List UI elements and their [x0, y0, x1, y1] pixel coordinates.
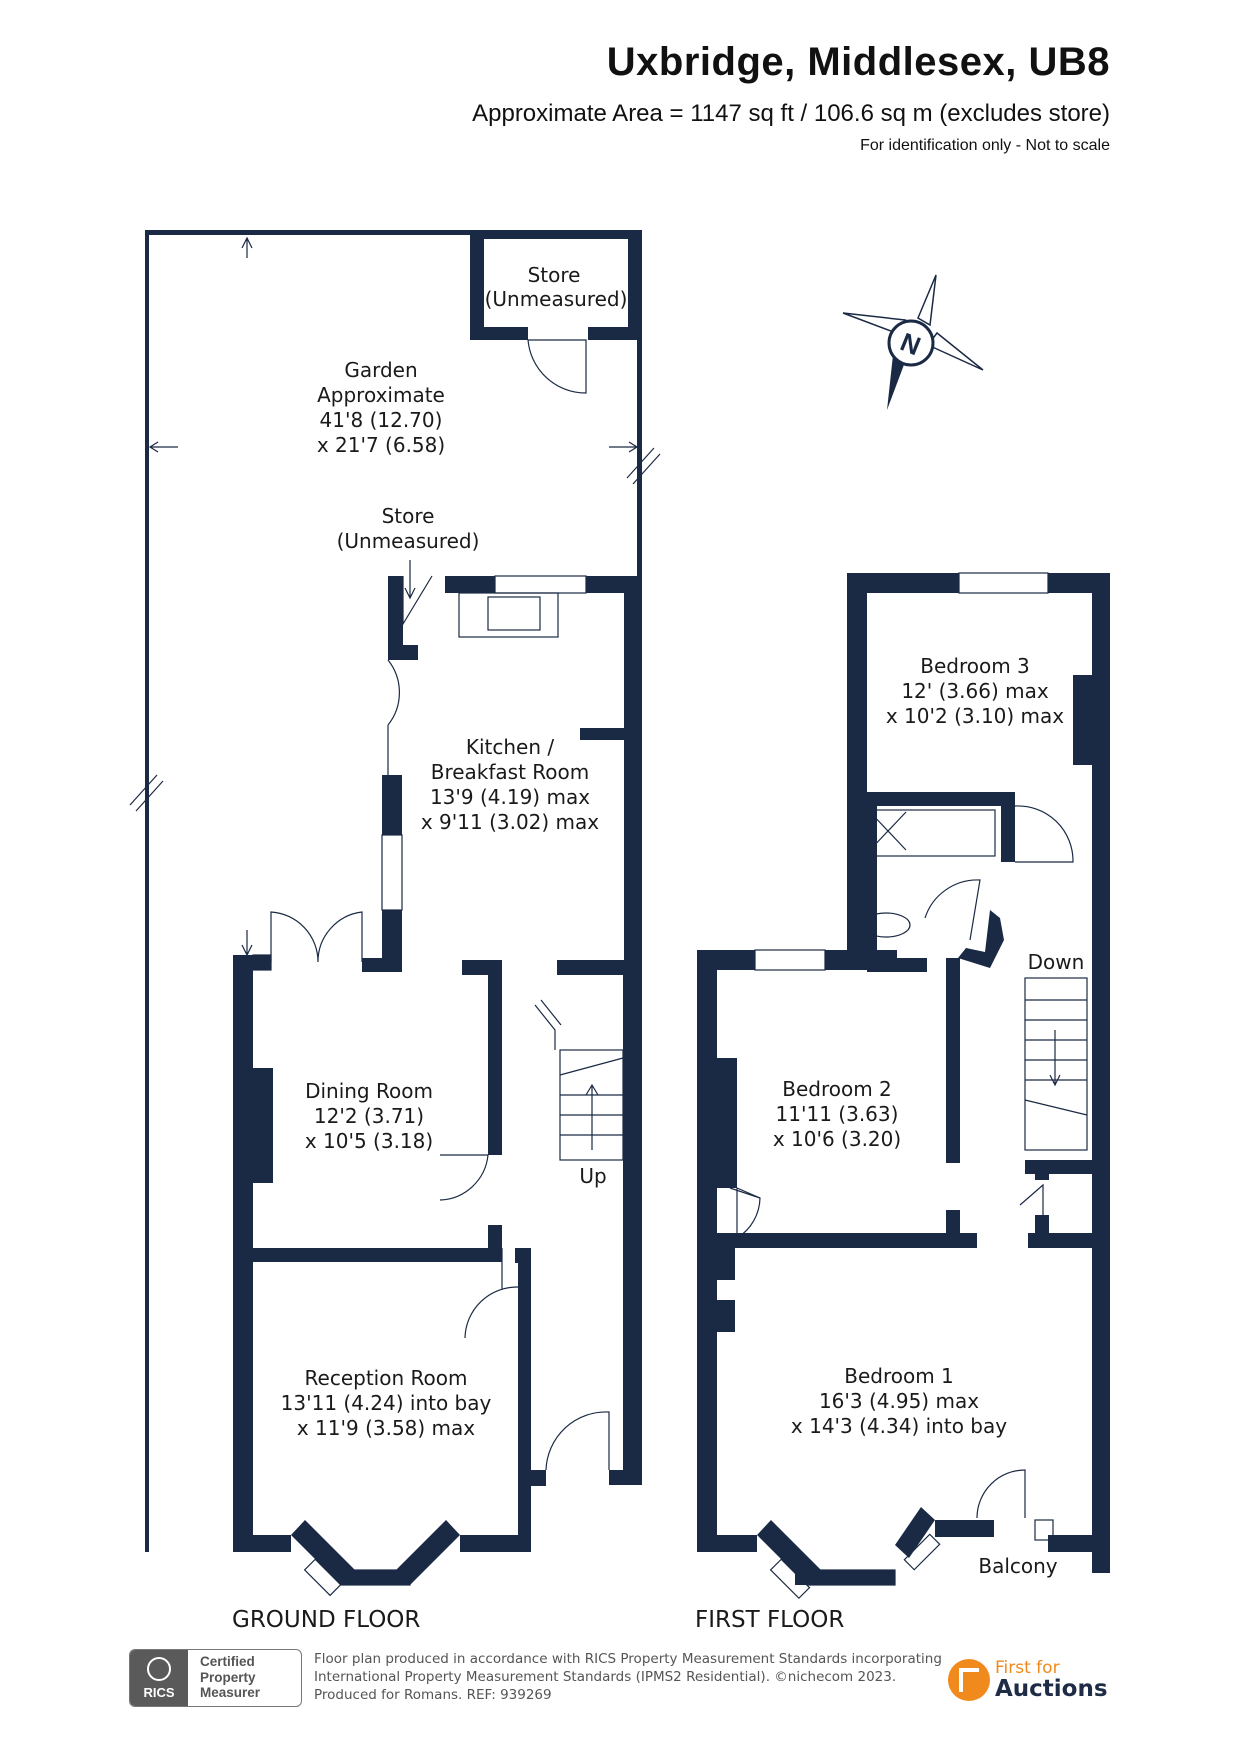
brand-logo: First for Auctions: [948, 1656, 1108, 1706]
ground-floor-details: [129, 236, 661, 1597]
store-top-size: (Unmeasured): [485, 287, 628, 311]
reception-name: Reception Room: [305, 1366, 468, 1390]
area-summary: Approximate Area = 1147 sq ft / 106.6 sq…: [472, 100, 1110, 127]
reception-dim2: x 11'9 (3.58) max: [297, 1416, 475, 1440]
first-floor-label: FIRST FLOOR: [695, 1607, 844, 1633]
kitchen-line2: Breakfast Room: [431, 760, 590, 784]
bedroom1-dim1: 16'3 (4.95) max: [819, 1389, 979, 1413]
bedroom2-name: Bedroom 2: [782, 1077, 892, 1101]
stairs-up-label: Up: [579, 1164, 606, 1188]
footer-text: Floor plan produced in accordance with R…: [314, 1650, 942, 1704]
rics-short: RICS: [143, 1685, 175, 1700]
first-floor-details: [729, 572, 1088, 1600]
garden-name: Garden: [344, 358, 417, 382]
disclaimer-note: For identification only - Not to scale: [860, 137, 1110, 154]
bedroom3-name: Bedroom 3: [920, 654, 1030, 678]
brand-line2: Auctions: [995, 1676, 1108, 1702]
garden-dim1: 41'8 (12.70): [320, 408, 443, 432]
kitchen-dim2: x 9'11 (3.02) max: [421, 810, 599, 834]
ground-floor-label: GROUND FLOOR: [232, 1607, 420, 1633]
page-title: Uxbridge, Middlesex, UB8: [606, 40, 1110, 84]
bedroom1-dim2: x 14'3 (4.34) into bay: [791, 1414, 1007, 1438]
dining-name: Dining Room: [305, 1079, 433, 1103]
bedroom2-dim1: 11'11 (3.63): [776, 1102, 899, 1126]
badge-text: Certified Property Measurer: [200, 1654, 260, 1701]
footer-line2: International Property Measurement Stand…: [314, 1669, 897, 1685]
footer-line1: Floor plan produced in accordance with R…: [314, 1651, 942, 1667]
first-floor-plan: [697, 573, 1110, 1585]
ground-floor-plan: [145, 230, 642, 1585]
store-mid-size: (Unmeasured): [337, 529, 480, 553]
bedroom2-dim2: x 10'6 (3.20): [773, 1127, 901, 1151]
badge-line1: Certified: [200, 1654, 255, 1669]
rics-certified-badge: RICS Certified Property Measurer: [129, 1649, 302, 1707]
footer-line3: Produced for Romans. REF: 939269: [314, 1687, 552, 1703]
rics-globe-icon: [147, 1657, 171, 1681]
dining-dim2: x 10'5 (3.18): [305, 1129, 433, 1153]
bedroom3-dim1: 12' (3.66) max: [901, 679, 1049, 703]
badge-line2: Property: [200, 1669, 256, 1685]
garden-approx: Approximate: [317, 383, 445, 407]
store-top-name: Store: [528, 263, 581, 287]
balcony-label: Balcony: [978, 1554, 1057, 1578]
dining-dim1: 12'2 (3.71): [314, 1104, 424, 1128]
room-labels: Store (Unmeasured) Garden Approximate 41…: [281, 263, 1085, 1578]
rics-logo: RICS: [130, 1650, 188, 1706]
compass-icon: N: [842, 274, 984, 410]
reception-dim1: 13'11 (4.24) into bay: [281, 1391, 492, 1415]
bedroom1-name: Bedroom 1: [844, 1364, 954, 1388]
brand-mark-icon: [948, 1659, 990, 1701]
badge-line3: Measurer: [200, 1685, 261, 1700]
brand-line1: First for: [995, 1658, 1060, 1678]
bedroom3-dim2: x 10'2 (3.10) max: [886, 704, 1064, 728]
kitchen-dim1: 13'9 (4.19) max: [430, 785, 590, 809]
kitchen-name: Kitchen /: [466, 735, 555, 759]
garden-dim2: x 21'7 (6.58): [317, 433, 445, 457]
store-mid-name: Store: [382, 504, 435, 528]
stairs-down-label: Down: [1028, 950, 1085, 974]
